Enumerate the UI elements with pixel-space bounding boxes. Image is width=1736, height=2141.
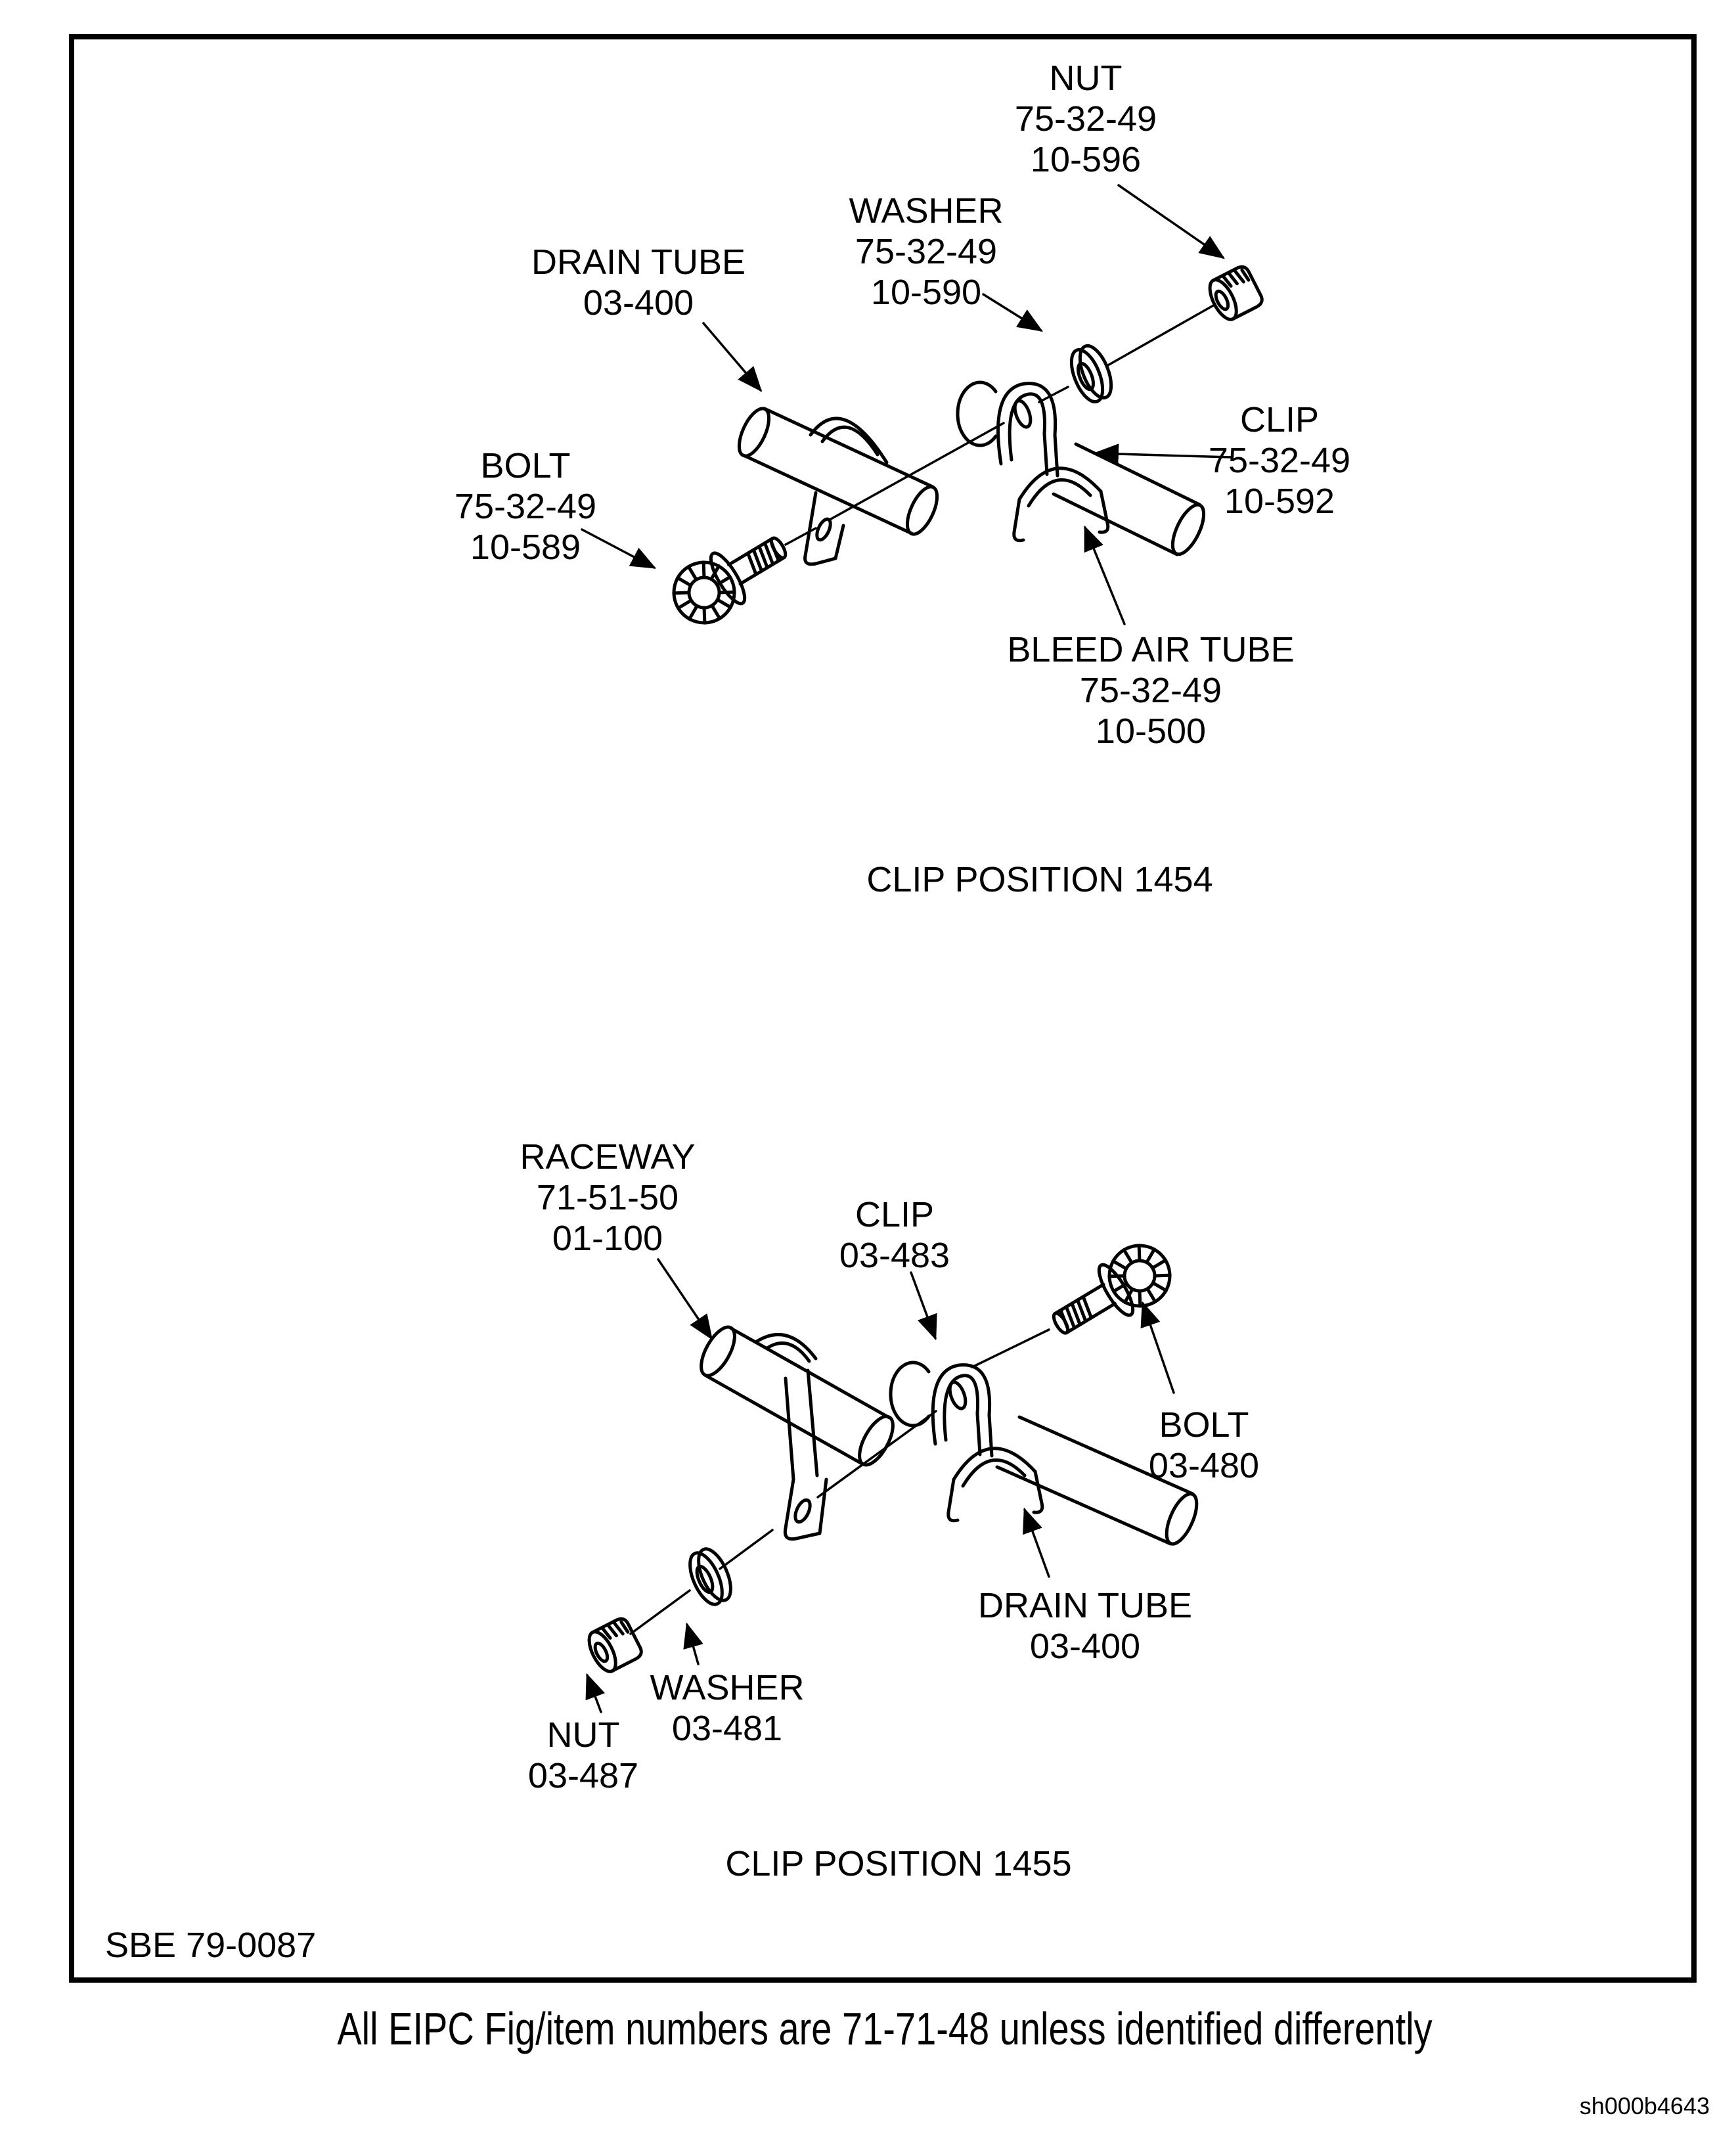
washer-drawing-top [1069,344,1113,404]
drain-tube-drawing-top [737,407,939,566]
caption-clip-position-1454: CLIP POSITION 1454 [866,860,1213,899]
label-line: 71-51-50 [536,1178,679,1217]
label-line: 01-100 [552,1219,663,1258]
label-line: 10-592 [1224,482,1335,521]
label-line: 03-400 [583,283,694,323]
bolt-drawing-top [672,536,788,625]
label-line: 75-32-49 [1079,671,1222,710]
label-line: CLIP [855,1195,935,1234]
label-washer-1455: WASHER 03-481 [650,1667,804,1749]
label-line: WASHER [849,191,1004,231]
label-line: 75-32-49 [855,232,998,271]
label-line: DRAIN TUBE [977,1586,1193,1625]
label-line: 03-481 [671,1709,783,1748]
label-line: 10-590 [870,273,982,312]
label-bolt-1454: BOLT 75-32-49 10-589 [455,445,596,568]
label-line: 75-32-49 [454,487,597,526]
label-line: 03-400 [1029,1627,1141,1666]
leader-arrows-top [581,184,1232,625]
label-drain-tube-1455: DRAIN TUBE 03-400 [978,1585,1192,1667]
label-bolt-1455: BOLT 03-480 [1149,1405,1259,1486]
nut-drawing-bottom [587,1617,643,1673]
clip-position-1454-drawing [581,184,1264,625]
assembly-axis-top [784,304,1216,546]
label-clip-1455: CLIP 03-483 [839,1194,950,1276]
drawing-number: SBE 79-0087 [105,1926,317,1965]
clip-position-1455-drawing [585,1244,1199,1713]
leader-arrows-bottom [585,1258,1175,1713]
label-line: 03-480 [1148,1446,1260,1485]
label-line: BOLT [1159,1405,1249,1445]
label-line: BLEED AIR TUBE [1007,630,1295,669]
label-line: NUT [1049,58,1123,98]
drain-tube-drawing-bottom [995,1415,1199,1546]
label-nut-1455: NUT 03-487 [528,1715,638,1796]
label-line: 03-487 [527,1756,639,1795]
label-line: 75-32-49 [1208,441,1351,480]
diagram-border [69,34,1697,1983]
label-line: RACEWAY [520,1137,696,1177]
label-line: 10-500 [1095,711,1207,751]
footer-note-wrap: All EIPC Fig/item numbers are 71-71-48 u… [200,2002,1569,2055]
label-line: 75-32-49 [1014,99,1157,139]
label-drain-tube-1454: DRAIN TUBE 03-400 [531,242,746,323]
nut-drawing-top [1208,265,1264,321]
label-line: CLIP [1239,400,1320,439]
label-bleed-air-tube-1454: BLEED AIR TUBE 75-32-49 10-500 [1007,629,1294,752]
sheet-id: sh000b4643 [1579,2092,1710,2119]
washer-drawing-bottom [688,1547,732,1606]
label-line: WASHER [650,1668,805,1707]
label-line: 10-589 [470,528,581,567]
raceway-strap-drawing [755,1333,828,1541]
bolt-drawing-bottom [1052,1244,1172,1335]
bleed-air-tube-drawing [1052,442,1206,556]
clip-drawing-bottom [889,1361,1044,1523]
assembly-axis-bottom [629,1328,1050,1635]
label-line: 03-483 [839,1236,950,1275]
raceway-drawing [700,1325,895,1467]
label-line: BOLT [480,446,571,485]
label-raceway-1455: RACEWAY 71-51-50 01-100 [520,1137,695,1259]
label-line: 10-596 [1030,140,1142,179]
label-washer-1454: WASHER 75-32-49 10-590 [849,191,1003,313]
clip-drawing-top [956,380,1110,543]
label-line: NUT [546,1715,620,1755]
label-nut-1454: NUT 75-32-49 10-596 [1015,58,1157,180]
caption-clip-position-1455: CLIP POSITION 1455 [725,1844,1072,1883]
label-clip-1454: CLIP 75-32-49 10-592 [1209,399,1350,522]
footer-note: All EIPC Fig/item numbers are 71-71-48 u… [337,2003,1433,2054]
label-line: DRAIN TUBE [531,242,746,282]
